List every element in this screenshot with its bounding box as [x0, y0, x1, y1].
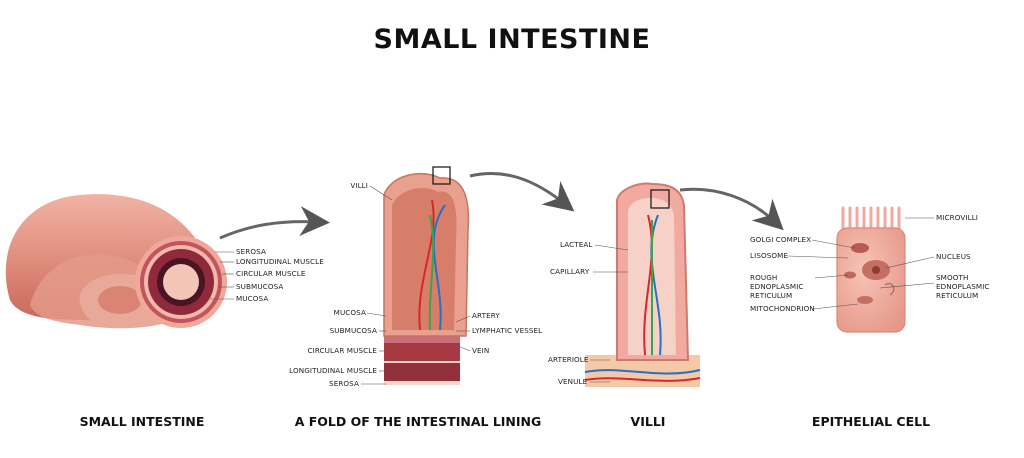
label-longitudinal-muscle-2: LONGITUDINAL MUSCLE — [289, 366, 377, 375]
leader-lines-panel1 — [210, 251, 234, 300]
label-mitochondrion: MITOCHONDRION — [750, 304, 815, 313]
arrow-1 — [219, 206, 330, 240]
label-nucleus: NUCLEUS — [936, 252, 971, 261]
label-lacteal: LACTEAL — [560, 240, 593, 249]
intestinal-fold-illustration — [383, 166, 470, 385]
leader-lines-panel3 — [590, 244, 629, 383]
label-mucosa-2: MUCOSA — [333, 308, 366, 317]
panel-title-small-intestine: SMALL INTESTINE — [79, 414, 205, 429]
label-circular-muscle-2: CIRCULAR MUSCLE — [307, 346, 377, 355]
label-artery: ARTERY — [472, 311, 500, 320]
leader-lines-panel2 — [361, 185, 471, 385]
villi-illustration — [584, 182, 701, 387]
page-title: SMALL INTESTINE — [373, 24, 651, 55]
label-rough-er: ROUGH EDNOPLASMIC RETICULUM — [750, 273, 804, 300]
label-submucosa-2: SUBMUCOSA — [329, 326, 377, 335]
label-longitudinal-muscle-1: LONGITUDINAL MUSCLE — [236, 257, 324, 266]
label-vein: VEIN — [472, 346, 490, 355]
label-lymphatic-vessel: LYMPHATIC VESSEL — [472, 326, 543, 335]
label-microvilli: MICROVILLI — [936, 213, 979, 222]
arrow-2 — [469, 172, 575, 212]
label-capillary: CAPILLARY — [550, 267, 590, 276]
label-lisosome: LISOSOME — [750, 251, 789, 260]
epithelial-cell-illustration — [836, 206, 906, 333]
label-mucosa-1: MUCOSA — [236, 294, 269, 303]
panel-title-fold: A FOLD OF THE INTESTINAL LINING — [294, 414, 542, 429]
label-villi-2: VILLI — [350, 181, 368, 190]
leader-lines-panel4 — [787, 217, 935, 310]
arrow-3 — [679, 187, 784, 231]
zoom-box-fold — [432, 166, 451, 185]
panel-title-epithelial-cell: EPITHELIAL CELL — [811, 414, 931, 429]
panel-title-villi: VILLI — [630, 414, 666, 429]
label-serosa-2: SEROSA — [329, 379, 359, 388]
label-circular-muscle-1: CIRCULAR MUSCLE — [236, 269, 306, 278]
label-smooth-er: SMOOTH EDNOPLASMIC RETICULUM — [936, 273, 990, 300]
label-golgi-complex: GOLGI COMPLEX — [750, 235, 812, 244]
label-submucosa-1: SUBMUCOSA — [236, 282, 284, 291]
label-arteriole: ARTERIOLE — [548, 355, 589, 364]
label-serosa-1: SEROSA — [236, 247, 266, 256]
label-venule: VENULE — [558, 377, 588, 386]
zoom-box-villi — [650, 189, 670, 209]
intestine-coil-illustration — [5, 194, 227, 329]
